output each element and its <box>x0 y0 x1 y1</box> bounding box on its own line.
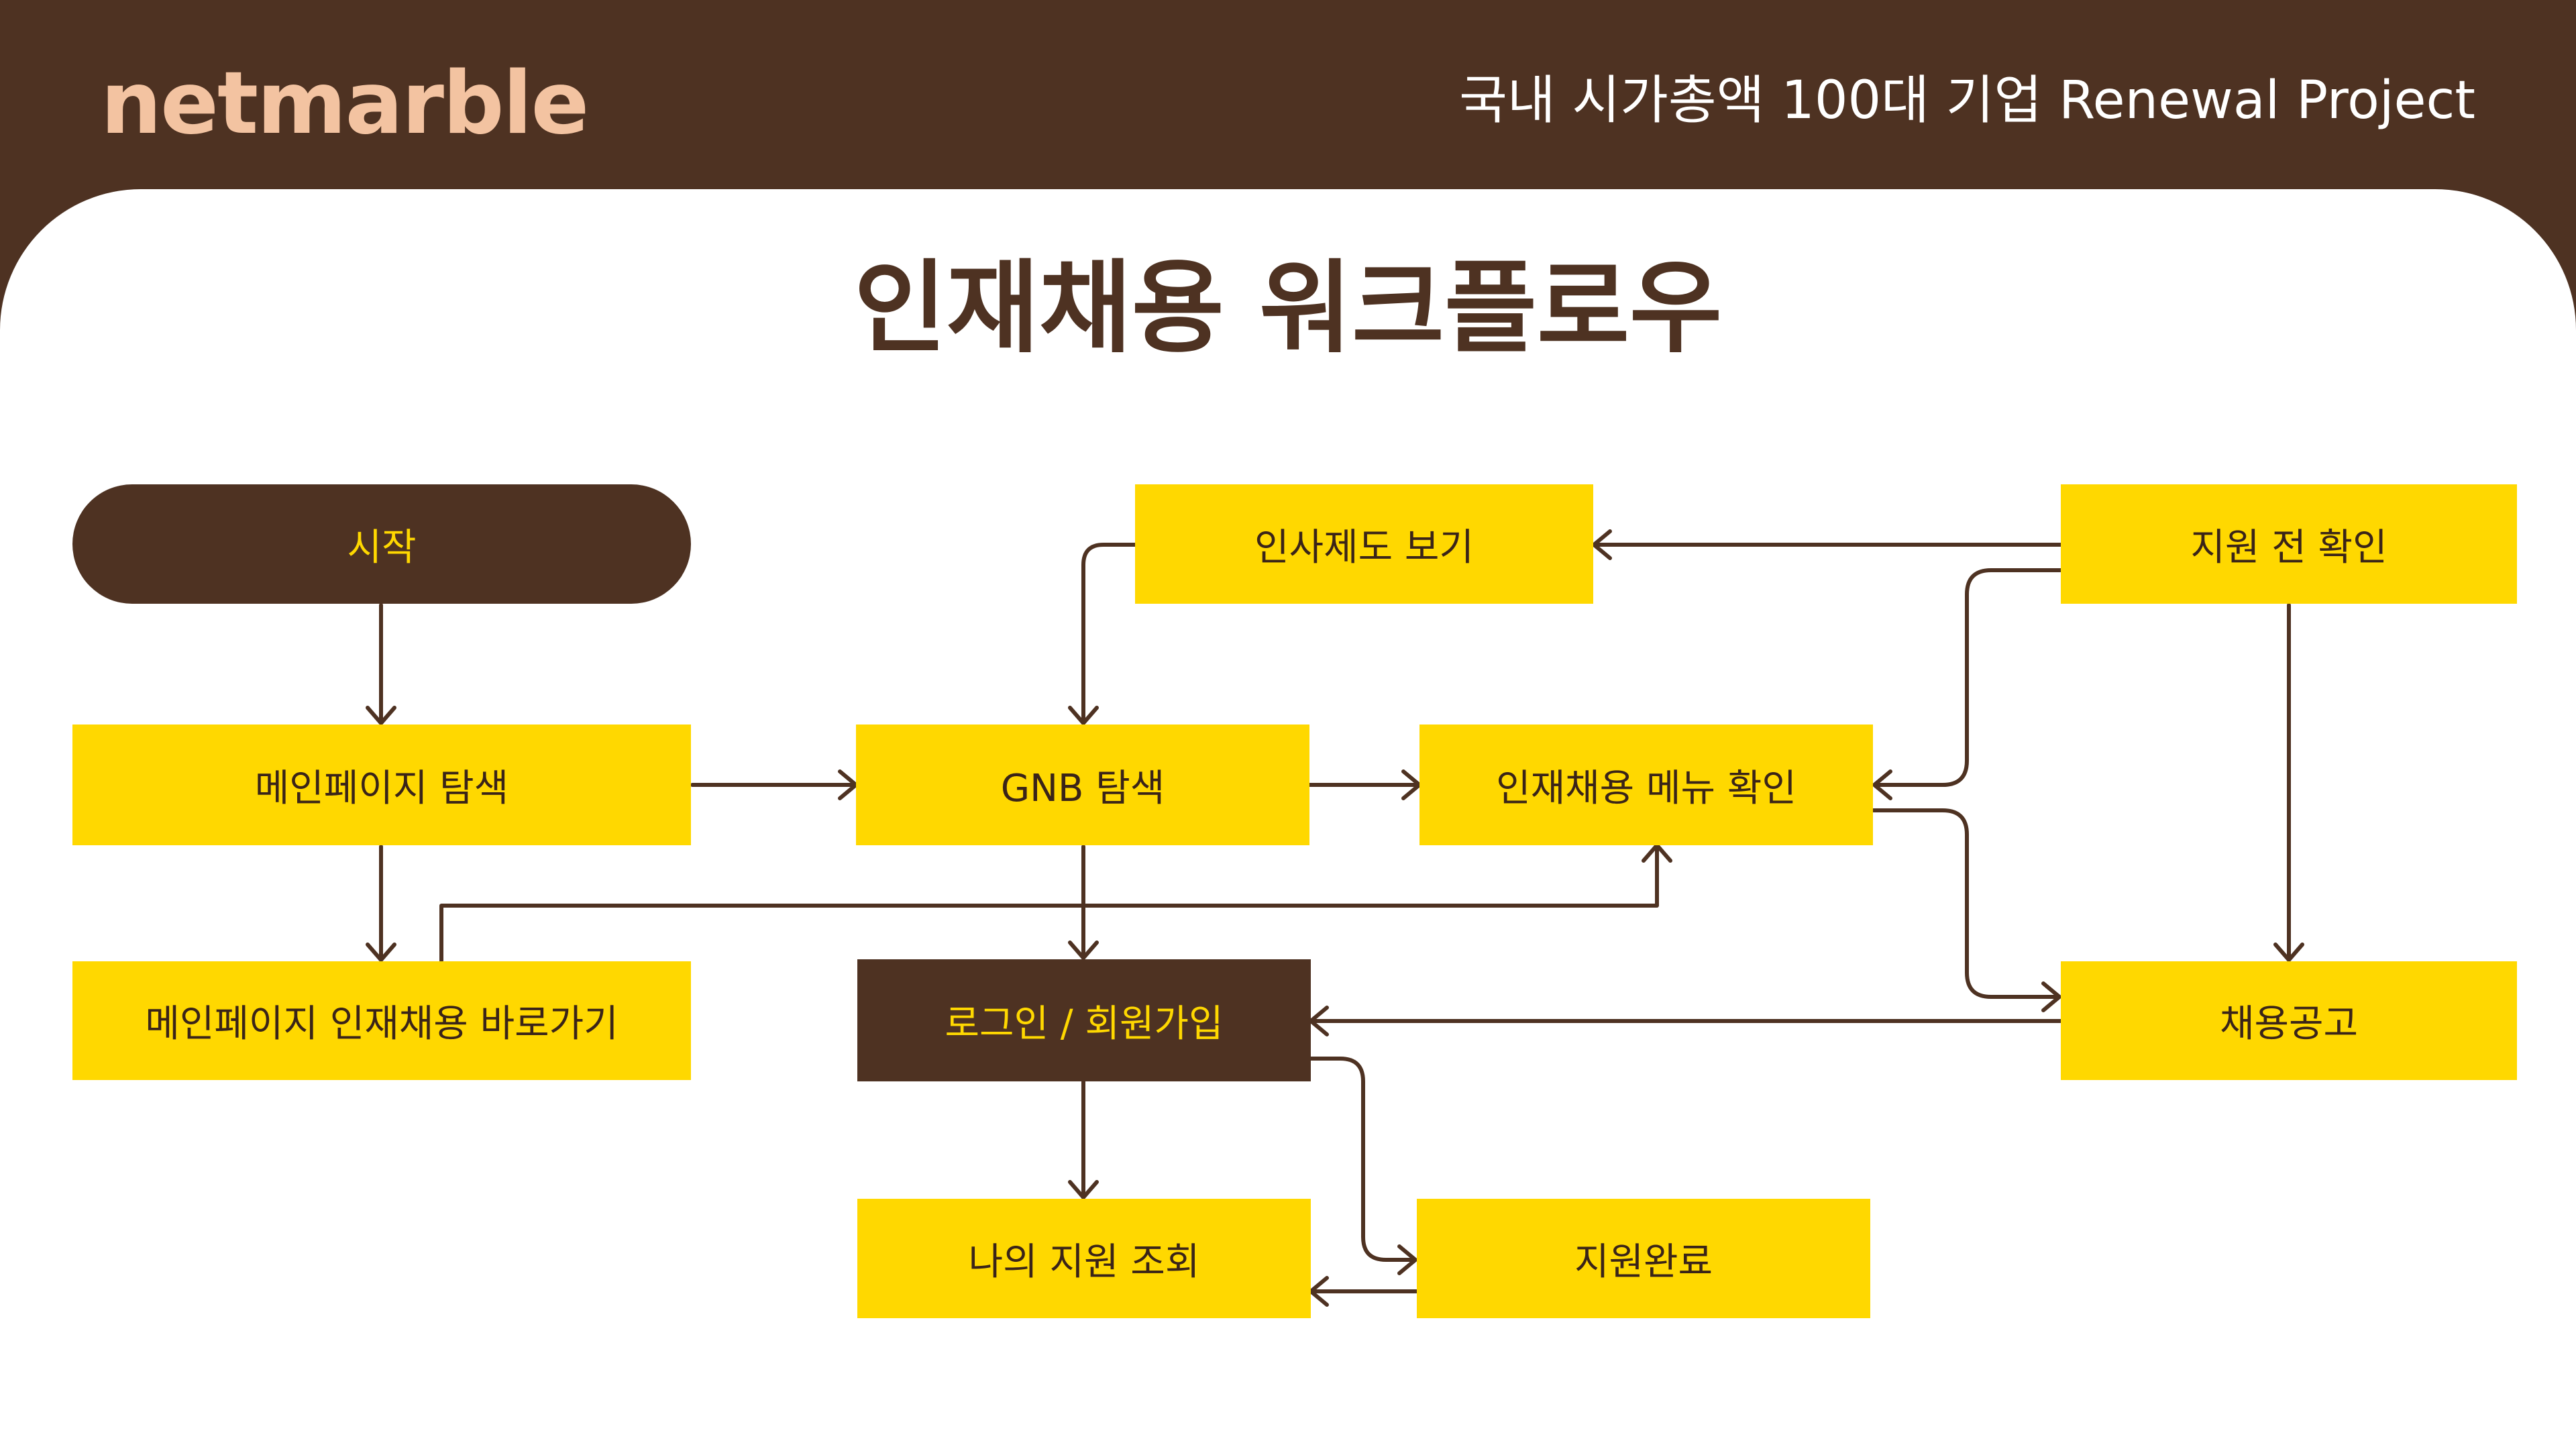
node-login: 로그인 / 회원가입 <box>857 959 1311 1081</box>
node-gnb: GNB 탐색 <box>856 724 1309 845</box>
node-hr-policy: 인사제도 보기 <box>1135 484 1593 604</box>
arrowhead <box>1397 1244 1417 1275</box>
node-main-search: 메인페이지 탐색 <box>72 724 691 845</box>
project-title: 국내 시가총액 100대 기업 Renewal Project <box>1459 70 2475 131</box>
edge-pre-check-to-menu-check <box>1875 568 2063 787</box>
arrowhead <box>2041 981 2061 1012</box>
arrowhead <box>2273 943 2304 962</box>
arrowhead <box>1309 1276 1329 1307</box>
node-menu-check: 인재채용 메뉴 확인 <box>1419 724 1873 845</box>
edge-menu-check-to-job-post <box>1871 808 2059 999</box>
node-my-apply: 나의 지원 조회 <box>857 1199 1311 1318</box>
arrowhead <box>1068 706 1099 725</box>
arrowhead <box>1592 529 1612 560</box>
node-pre-check: 지원 전 확인 <box>2061 484 2517 604</box>
node-main-shortcut: 메인페이지 인재채용 바로가기 <box>72 961 691 1080</box>
arrowhead <box>1068 941 1099 960</box>
edge-shortcut-to-menu-check <box>439 845 1659 963</box>
node-job-post: 채용공고 <box>2061 961 2517 1080</box>
netmarble-logo: netmarble <box>101 54 589 154</box>
edge-hr-policy-to-gnb <box>1081 543 1137 723</box>
header-bar: netmarble 국내 시가총액 100대 기업 Renewal Projec… <box>0 0 2576 195</box>
arrowhead <box>1309 1006 1329 1036</box>
arrowhead <box>1068 1180 1099 1199</box>
arrowhead <box>366 943 396 962</box>
node-apply-done: 지원완료 <box>1417 1199 1870 1318</box>
arrowhead <box>366 706 396 725</box>
arrowhead <box>1872 769 1892 800</box>
edge-login-to-apply-done <box>1307 1057 1415 1262</box>
node-start: 시작 <box>72 484 691 604</box>
arrowhead <box>1642 843 1672 863</box>
page-title: 인재채용 워크플로우 <box>853 250 1723 367</box>
